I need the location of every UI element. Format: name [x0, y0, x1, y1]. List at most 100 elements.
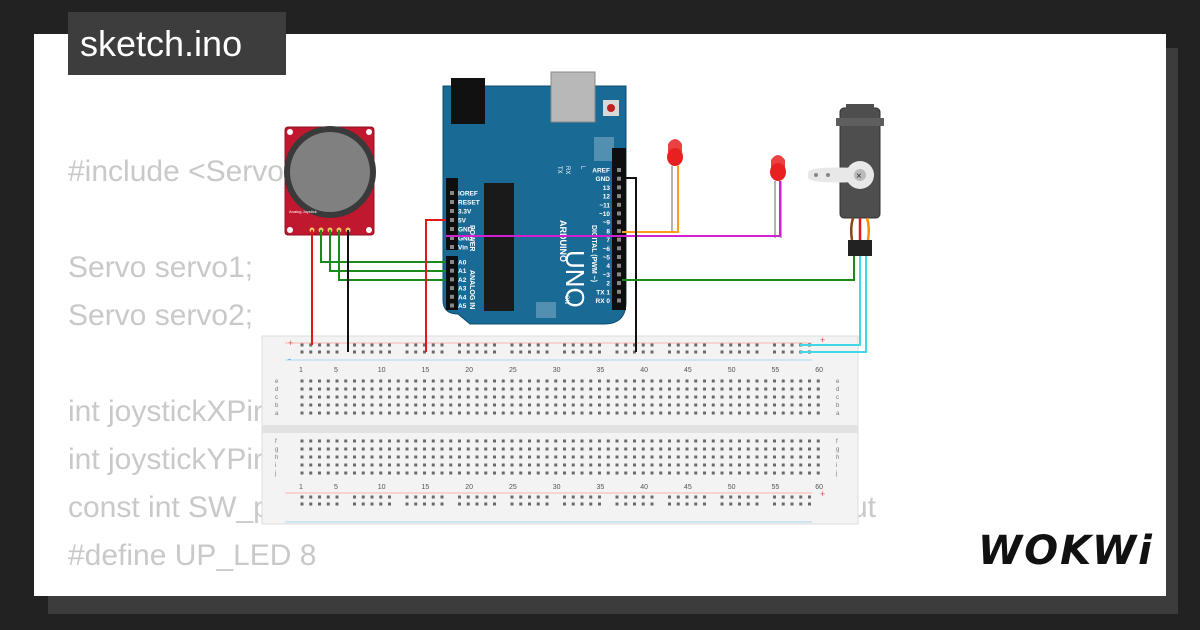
filename-tab[interactable]: sketch.ino [68, 12, 286, 75]
wokwi-logo: WOKWi [978, 528, 1154, 574]
column-number: 25 [509, 484, 517, 491]
column-number: 1 [299, 367, 303, 374]
pin[interactable] [617, 185, 621, 190]
pin[interactable] [450, 209, 454, 213]
pin[interactable] [617, 255, 621, 259]
wire-led1 [622, 166, 679, 233]
column-number: 55 [772, 484, 780, 491]
pin[interactable] [450, 294, 454, 299]
pin[interactable] [617, 176, 621, 181]
analog-header-label: ANALOG IN [468, 270, 475, 309]
pin[interactable] [617, 228, 621, 233]
wire-servo-signal [622, 256, 855, 281]
pin[interactable] [617, 298, 621, 303]
column-number: 20 [465, 484, 473, 491]
pin-label: A2 [458, 277, 467, 284]
joystick-label: Analog Joystick [289, 209, 317, 214]
analog-joystick[interactable]: Analog Joystick [284, 126, 376, 236]
pin[interactable] [617, 168, 621, 172]
pin[interactable] [617, 289, 621, 294]
pin[interactable] [617, 246, 621, 251]
wire-led2 [446, 181, 781, 237]
pin[interactable] [450, 191, 454, 195]
power-header-label: POWER [468, 225, 475, 251]
row-letter: c [836, 395, 839, 401]
pin[interactable] [617, 194, 621, 199]
column-number: 40 [640, 484, 648, 491]
pin[interactable] [617, 263, 621, 268]
wire-5v [425, 219, 446, 352]
column-number: 55 [772, 367, 780, 374]
usb-port [550, 71, 596, 123]
pin[interactable] [617, 220, 621, 225]
wire-joystick-vrx [320, 230, 446, 263]
pin-label: ~11 [599, 202, 610, 209]
column-number: 1 [299, 484, 303, 491]
pin-label: RESET [458, 200, 480, 207]
arduino-model: UNO [560, 250, 590, 308]
pin[interactable] [450, 227, 454, 231]
pin-label: Vin [458, 245, 468, 252]
pin-label: TX 1 [596, 289, 610, 296]
servo-horn[interactable] [808, 167, 858, 183]
red-led-1[interactable] [667, 139, 683, 232]
digital-header-label: DIGITAL (PWM ~) [590, 225, 597, 282]
column-number: 25 [509, 367, 517, 374]
row-letter: j [274, 471, 276, 477]
pin-label: ~5 [603, 255, 611, 262]
code-line: Servo servo1; [68, 251, 254, 284]
icsp-header [594, 137, 614, 161]
pin-label: 7 [606, 237, 610, 244]
row-letter: e [275, 379, 279, 385]
pin[interactable] [617, 202, 621, 207]
pin-label: 5V [458, 218, 467, 225]
column-number: 5 [334, 484, 338, 491]
code-line: #define UP_LED 8 [68, 539, 317, 572]
pin[interactable] [617, 237, 621, 242]
pin[interactable] [450, 200, 454, 204]
pin[interactable] [450, 245, 454, 249]
servo-motor[interactable]: × [808, 104, 884, 256]
servo-connector [848, 240, 872, 256]
pin-label: A0 [458, 260, 467, 267]
analog-header [446, 256, 458, 310]
pin[interactable] [450, 286, 454, 291]
pin[interactable] [617, 272, 621, 277]
row-letter: g [836, 447, 839, 453]
pin-label: 3.3V [458, 209, 472, 216]
row-letter: a [836, 411, 840, 417]
pin[interactable] [450, 303, 454, 308]
arduino-uno[interactable]: ARDUINO UNO DIGITAL (PWM ~) POWER ANALOG… [442, 71, 627, 325]
pin[interactable] [450, 218, 454, 222]
column-number: 30 [553, 367, 561, 374]
wire-servo-gnd [800, 256, 867, 353]
joystick-knob[interactable] [290, 132, 370, 212]
rx-label: RX [564, 166, 570, 174]
column-number: 40 [640, 367, 648, 374]
red-led-2[interactable] [770, 155, 786, 238]
pin[interactable] [450, 277, 454, 282]
pin[interactable] [450, 236, 454, 240]
wire-gnd [622, 177, 637, 352]
breadboard[interactable]: + - + + 11551010151520202525303035354040… [261, 335, 859, 525]
arduino-brand: ARDUINO [558, 220, 568, 262]
column-number: 50 [728, 484, 736, 491]
column-number: 35 [597, 484, 605, 491]
row-letter: i [836, 463, 837, 469]
pin[interactable] [450, 268, 454, 273]
pin[interactable] [617, 211, 621, 216]
pin[interactable] [617, 281, 621, 286]
row-letter: b [836, 403, 840, 409]
column-number: 10 [378, 484, 386, 491]
power-jack [451, 78, 485, 124]
pin[interactable] [450, 260, 454, 264]
breadboard-holes [300, 343, 820, 506]
row-letter: f [836, 439, 838, 445]
pin-label: RX 0 [596, 298, 611, 305]
row-letter: c [275, 395, 278, 401]
row-letter: g [275, 447, 278, 453]
pin-label: A5 [458, 303, 467, 310]
